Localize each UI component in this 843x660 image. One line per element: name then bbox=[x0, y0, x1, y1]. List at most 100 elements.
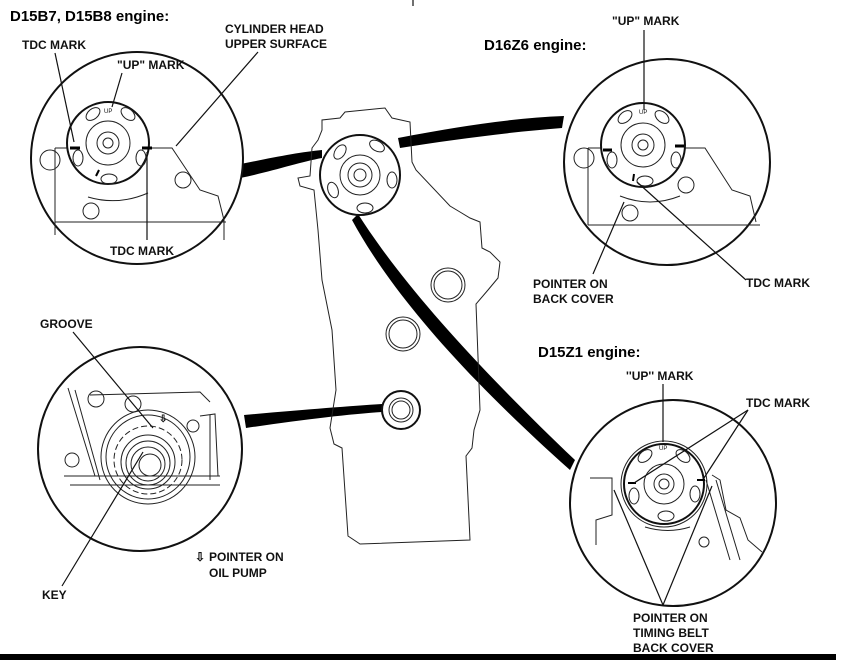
label-cylinder-head-line1: CYLINDER HEAD bbox=[225, 22, 324, 36]
pulley-hole bbox=[369, 139, 385, 153]
camshaft-pulley-hub bbox=[339, 154, 381, 196]
crank-ring bbox=[130, 446, 166, 482]
pulley-up-text: UP bbox=[639, 110, 647, 116]
pulley-boss bbox=[653, 473, 675, 495]
pulley-hole bbox=[85, 107, 101, 121]
label-pointer-line2: TIMING BELT bbox=[633, 626, 709, 640]
leader-up-mark bbox=[111, 72, 123, 108]
pulley-boss bbox=[631, 133, 655, 157]
leader-groove bbox=[72, 331, 154, 429]
leader-pointer-left bbox=[613, 489, 664, 606]
connector-belts bbox=[236, 116, 575, 470]
oil-seal bbox=[105, 414, 191, 500]
panel-crankshaft: ⇩ GROOVE KEY ⇩ POINTER ON OIL PUMP bbox=[37, 317, 284, 602]
label-pointer-line1: POINTER ON bbox=[533, 277, 608, 291]
label-up-mark: "UP" MARK bbox=[117, 58, 185, 72]
leader-pointer bbox=[592, 201, 625, 275]
pulley-hole bbox=[386, 171, 398, 189]
pulley-bolt bbox=[658, 478, 670, 490]
pointer-arc bbox=[619, 195, 681, 203]
panel-d15b7-d15b8: D15B7, D15B8 engine: UP TDC MARK "UP" MA… bbox=[10, 8, 327, 265]
boss-left bbox=[573, 147, 595, 169]
pulley-hole bbox=[654, 110, 670, 124]
pulley-hole bbox=[689, 485, 701, 503]
crank-ring bbox=[120, 434, 176, 490]
tdc-mark-lower bbox=[632, 173, 635, 182]
label-pointer-line1: POINTER ON bbox=[209, 550, 284, 564]
boss-left bbox=[39, 149, 61, 171]
label-groove: GROOVE bbox=[40, 317, 93, 331]
panel-d15z1: D15Z1 engine: UP ''UP'' MARK TDC MARK PO… bbox=[538, 344, 810, 655]
boss bbox=[87, 390, 105, 408]
pulley-bolt bbox=[637, 139, 649, 151]
engine-block-outline bbox=[297, 107, 501, 545]
label-pointer-line2: BACK COVER bbox=[533, 292, 614, 306]
label-key: KEY bbox=[42, 588, 67, 602]
pulley-hole bbox=[120, 107, 136, 121]
crankshaft-pulley-outer bbox=[381, 390, 421, 430]
crankshaft-pulley-inner bbox=[388, 397, 414, 423]
boss-lower bbox=[621, 204, 639, 222]
label-tdc-mark: TDC MARK bbox=[746, 276, 810, 290]
panel-d16z6: D16Z6 engine: UP "UP" MARK POINTER ON BA… bbox=[484, 14, 810, 306]
bottom-border bbox=[0, 654, 836, 660]
label-pointer-line2: OIL PUMP bbox=[209, 566, 267, 580]
pulley-hole bbox=[606, 151, 618, 169]
crankshaft-pulley bbox=[381, 390, 421, 430]
label-cylinder-head-line2: UPPER SURFACE bbox=[225, 37, 327, 51]
pulley-hole bbox=[628, 487, 640, 505]
label-pointer-line3: BACK COVER bbox=[633, 641, 714, 655]
pulley-hub bbox=[620, 122, 666, 168]
leader-pointer-right bbox=[662, 485, 713, 606]
oil-seal-outer bbox=[100, 409, 196, 505]
label-up-mark: "UP" MARK bbox=[612, 14, 680, 28]
panel-title-d16z6: D16Z6 engine: bbox=[484, 37, 587, 54]
belt-top-left bbox=[236, 150, 322, 178]
leader-tdc-mark-left bbox=[633, 409, 749, 484]
pointer-arc bbox=[87, 192, 149, 202]
leader-cylinder-head bbox=[175, 51, 259, 147]
crankshaft-nose bbox=[138, 453, 162, 477]
pulley-hole bbox=[135, 149, 147, 167]
pulley-hole bbox=[675, 449, 691, 463]
boss bbox=[698, 536, 710, 548]
pulley-hole bbox=[637, 449, 653, 463]
cylinder-head-outline bbox=[54, 147, 226, 240]
pulley-hole bbox=[617, 110, 633, 124]
pointer-arrow-icon: ⇩ bbox=[159, 414, 167, 425]
idler-pulley-middle bbox=[385, 316, 421, 352]
label-tdc-mark-bottom: TDC MARK bbox=[110, 244, 174, 258]
idler-pulley-upper bbox=[430, 267, 466, 303]
pulley-hole bbox=[333, 144, 347, 160]
camshaft-pulley-boss bbox=[347, 162, 373, 188]
leader-tdc-mark-top bbox=[54, 52, 75, 143]
camshaft-pulley-bolt bbox=[353, 168, 367, 182]
pulley-bolt bbox=[102, 137, 114, 149]
back-cover-outline bbox=[590, 474, 763, 561]
crankshaft-pulley-core bbox=[391, 400, 411, 420]
pulley-hole bbox=[356, 202, 374, 214]
pulley-up-text: UP bbox=[104, 109, 112, 115]
pulley-boss bbox=[96, 131, 120, 155]
boss bbox=[186, 419, 200, 433]
idler-pulley-middle-inner bbox=[388, 319, 418, 349]
pulley-hole bbox=[657, 510, 675, 522]
boss-right bbox=[174, 171, 192, 189]
pulley-hole bbox=[100, 173, 118, 185]
label-up-mark: ''UP'' MARK bbox=[626, 369, 694, 383]
boss bbox=[64, 452, 80, 468]
camshaft-pulley bbox=[319, 134, 401, 216]
panel-title-d15z1: D15Z1 engine: bbox=[538, 344, 641, 361]
belt-diagonal bbox=[352, 214, 575, 470]
pulley-hub bbox=[85, 120, 131, 166]
pulley-hole bbox=[636, 175, 654, 187]
tdc-mark-lower bbox=[95, 169, 100, 177]
label-tdc-mark-top: TDC MARK bbox=[22, 38, 86, 52]
pointer-down-icon: ⇩ bbox=[195, 550, 205, 564]
leader-tdc-mark-right bbox=[703, 409, 749, 479]
belt-crank-left bbox=[244, 404, 382, 428]
camshaft-pulley-outer bbox=[319, 134, 401, 216]
idler-pulley-upper-inner bbox=[433, 270, 463, 300]
camshaft-pulley-detail bbox=[623, 443, 705, 525]
